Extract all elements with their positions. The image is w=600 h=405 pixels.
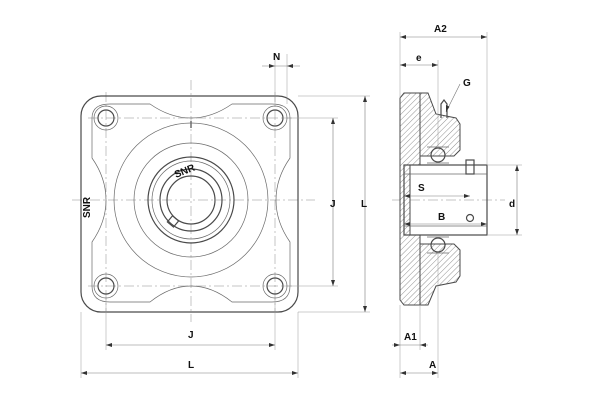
bearing-outer-ring (147, 156, 235, 244)
dimension-b: B (404, 212, 487, 226)
label-e: e (416, 53, 422, 64)
shaft-bore (166, 175, 216, 225)
housing-outer-circle (113, 122, 269, 278)
bearing-seal-ring (151, 160, 231, 240)
bolt-hole-top-left (97, 109, 115, 127)
label-a1: A1 (404, 332, 417, 343)
flange-logo: SNR (82, 196, 93, 218)
label-a2: A2 (434, 24, 447, 35)
inner-ring-section (403, 164, 488, 236)
dimension-l-horizontal: L (81, 360, 298, 375)
set-screw-hole (465, 213, 475, 223)
dimension-j-horizontal: J (106, 330, 275, 347)
dimension-n: N (262, 52, 300, 68)
label-g: G (463, 78, 471, 89)
side-section-view: A2 e G S B (392, 24, 522, 378)
dimension-a: A (400, 360, 438, 375)
label-n: N (273, 52, 280, 63)
housing-bottom-section (419, 243, 461, 306)
dimension-l-vertical: L (361, 96, 367, 312)
inner-ring (159, 168, 223, 232)
dimension-g: G (445, 78, 471, 113)
flange-plate-section (399, 92, 421, 306)
insert-logo: SNR (173, 162, 197, 180)
label-j-vertical: J (330, 199, 336, 210)
bolt-hole-bottom-left (97, 277, 115, 295)
label-s: S (418, 183, 425, 194)
dimension-s: S (404, 183, 470, 198)
label-l-vertical: L (361, 199, 367, 210)
label-l-horizontal: L (188, 360, 194, 371)
dimension-a1: A1 (392, 332, 428, 347)
dimension-e: e (400, 53, 438, 67)
bolt-boss-top-left (93, 105, 119, 131)
label-j-horizontal: J (188, 330, 194, 341)
front-view: SNR SNR N J (72, 52, 370, 378)
dimension-a2: A2 (400, 24, 487, 39)
housing-top-section (419, 92, 461, 157)
flange-outline (80, 95, 299, 313)
dimension-d: d (509, 165, 519, 235)
dimension-j-vertical: J (330, 118, 336, 286)
label-b: B (438, 212, 445, 223)
set-screw-side (465, 159, 475, 175)
set-screw (166, 214, 180, 228)
label-a: A (429, 360, 436, 371)
housing-boss-circle (133, 142, 249, 258)
label-d: d (509, 199, 515, 210)
